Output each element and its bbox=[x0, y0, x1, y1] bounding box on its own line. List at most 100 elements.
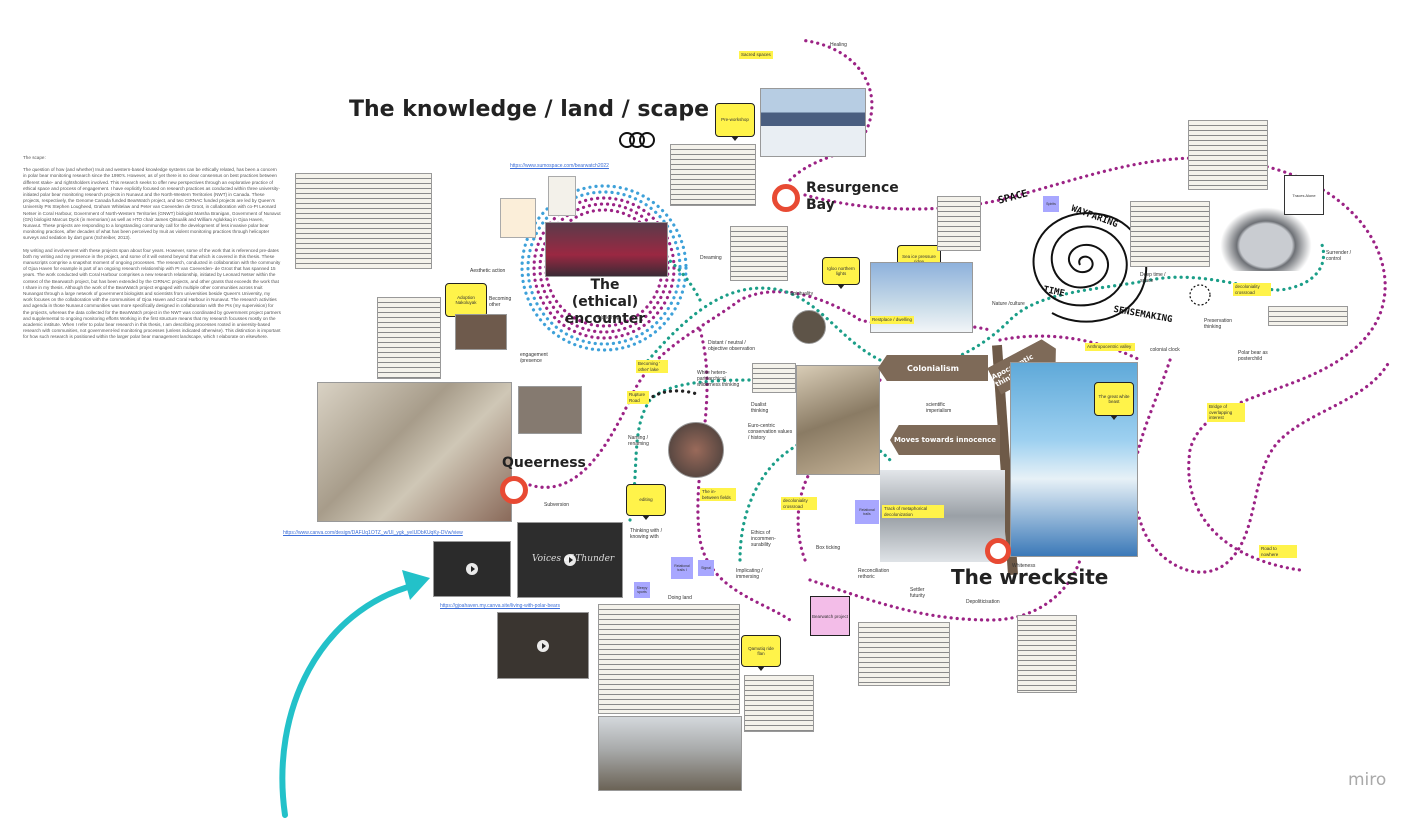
small-diagram-page bbox=[500, 198, 536, 238]
sticky-bridge: Bridge of overlapping interest bbox=[1207, 403, 1245, 422]
tent-photo bbox=[598, 716, 742, 791]
igloo-bubble: Igloo northern lights bbox=[822, 257, 860, 289]
label-reconciliation: Reconciliation rethoric bbox=[858, 568, 890, 580]
rings-icon bbox=[619, 132, 655, 148]
place-ethical-encounter: The (ethical) encounter bbox=[564, 277, 646, 327]
label-healing: Healing bbox=[830, 42, 847, 48]
note-traces: Traces Alone bbox=[1284, 175, 1324, 215]
sign-colonialism: Colonialism bbox=[878, 355, 988, 381]
handwritten-note-2 bbox=[670, 144, 756, 206]
sticky-track: Track of metaphorical decolonization bbox=[882, 505, 944, 518]
handwritten-note-6 bbox=[1188, 120, 1268, 190]
sticky-inbetween: The in- between fields bbox=[700, 488, 736, 501]
label-dreaming: Dreaming bbox=[700, 255, 722, 261]
sumo-link[interactable]: https://www.sumospace.com/bearwatch2022 bbox=[510, 163, 609, 169]
sticky-decoloniality-crossroad: decoloniality crossroad bbox=[781, 497, 817, 510]
label-naming: Naming / renaming bbox=[628, 435, 649, 447]
van-photo bbox=[1220, 207, 1312, 271]
label-aesthetic: Aesthetic action bbox=[470, 268, 506, 274]
note-relational-trails-i: Relational trails I bbox=[671, 557, 693, 579]
encounter-photo bbox=[545, 222, 668, 277]
handwritten-note-4 bbox=[937, 196, 981, 251]
sticky-decoloniality-crossroad-2: decoloniality crossroad bbox=[1233, 283, 1271, 296]
place-queerness: Queerness bbox=[502, 455, 586, 471]
arrow-icon bbox=[279, 570, 430, 818]
sticky-rupture-road: Rupture Road bbox=[627, 391, 649, 404]
sea-ice-photo bbox=[870, 262, 973, 333]
label-dualist: Dualist thinking bbox=[751, 402, 769, 414]
note-bearwatch: Bearwatch project bbox=[810, 596, 850, 636]
place-resurgence-bay: Resurgence Bay bbox=[806, 180, 899, 213]
notebook-image bbox=[598, 604, 740, 714]
label-surrender: Surrender / control bbox=[1326, 250, 1352, 262]
canva-link[interactable]: https://www.canva.com/design/DAFUq1OTZ_w… bbox=[283, 530, 463, 536]
handwritten-note-9 bbox=[1017, 615, 1077, 693]
label-nature-culture: Nature /culture bbox=[992, 301, 1025, 307]
sticky-road: Road to nowhere bbox=[1259, 545, 1297, 558]
label-preservation: Preservation thinking bbox=[1204, 318, 1233, 330]
essay-paragraph-2: My writing and involvement with these pr… bbox=[23, 247, 281, 340]
handwritten-note-3 bbox=[730, 226, 788, 281]
note-sleepy-sports: Sleepy sports bbox=[634, 582, 650, 598]
map-image bbox=[796, 365, 880, 475]
video-voices-of-thunder[interactable]: Voices of Thunder bbox=[517, 522, 623, 598]
resurgence-marker[interactable] bbox=[772, 184, 800, 212]
handwritten-note-5 bbox=[1130, 201, 1210, 267]
board-title: The knowledge / land / scape bbox=[349, 97, 710, 122]
label-engagement: engagement /presence bbox=[520, 352, 548, 364]
sign-innocence: Moves towards innocence bbox=[890, 425, 1000, 455]
handwritten-strip bbox=[1268, 306, 1348, 326]
figure-portrait-circle bbox=[668, 422, 724, 478]
great-white-bubble: The great white beast bbox=[1094, 382, 1134, 420]
label-white-hetero: White hetero-partriarchical wilderness t… bbox=[697, 370, 740, 388]
label-distant: Distant / neutral / objective observatio… bbox=[708, 340, 755, 352]
small-page bbox=[548, 176, 576, 216]
figure-circle-photo bbox=[792, 310, 826, 344]
label-workshop: Workshop bbox=[597, 315, 620, 321]
note-spirits: Spirits bbox=[1043, 196, 1059, 212]
label-colonial-clock: colonial clock bbox=[1150, 347, 1180, 353]
sticky-sacred: Sacred spaces bbox=[739, 51, 773, 59]
gjoahaven-link[interactable]: https://gjoahaven.my.canva.site/living-w… bbox=[440, 603, 560, 609]
play-icon[interactable] bbox=[537, 639, 549, 652]
editing-bubble: editing bbox=[626, 484, 666, 520]
label-settler: Settler futurity bbox=[910, 587, 926, 599]
label-doing-land: Doing land bbox=[668, 595, 692, 601]
handwritten-note-10 bbox=[744, 675, 814, 732]
miro-logo[interactable]: miro bbox=[1348, 770, 1387, 790]
photo-portrait bbox=[455, 314, 507, 350]
video-thumbnail-3[interactable] bbox=[497, 612, 589, 679]
essay-paragraph-1: The question of how (and whether) Inuit … bbox=[23, 167, 281, 241]
sticky-restplace: Restplace / dwelling bbox=[870, 316, 915, 324]
label-polar-posterchild: Polar bear as posterchild bbox=[1238, 350, 1268, 362]
play-icon[interactable] bbox=[564, 554, 576, 566]
handwritten-note-7 bbox=[752, 363, 796, 393]
essay-text: The scape: The question of how (and whet… bbox=[23, 155, 281, 347]
handwritten-page bbox=[377, 297, 441, 379]
label-euro: Euro-centric conservation values / histo… bbox=[748, 423, 793, 441]
label-box-ticking: Box ticking bbox=[816, 545, 841, 551]
queerness-marker[interactable] bbox=[500, 476, 528, 504]
video-thumbnail-1[interactable] bbox=[433, 541, 511, 597]
label-spirituality: Spirituality bbox=[790, 291, 814, 297]
preworkshop-bubble: Pre-workshop bbox=[715, 103, 755, 141]
collage-image bbox=[317, 382, 512, 522]
note-signal: Signal bbox=[698, 560, 714, 576]
sticky-anthropocentric: Anthropocentric valley bbox=[1085, 343, 1135, 351]
play-icon[interactable] bbox=[466, 563, 478, 575]
label-becoming-other: Becoming other bbox=[489, 296, 512, 308]
handwritten-note bbox=[295, 173, 432, 269]
group-photo bbox=[760, 88, 866, 157]
label-whiteness: Whiteness bbox=[1012, 563, 1036, 569]
note-relational-trails: Relational trails bbox=[855, 500, 879, 524]
qamutiq-bubble: Qamutiq ride flan bbox=[741, 635, 781, 671]
wrecksite-marker[interactable] bbox=[985, 538, 1011, 564]
label-ethics: Ethics of incommen-surability bbox=[751, 530, 776, 548]
label-subversion: Subversion bbox=[544, 502, 570, 508]
label-depoliticisation: Depoliticisation bbox=[966, 599, 1000, 605]
label-implicating: Implicating / immersing bbox=[736, 568, 763, 580]
handwritten-note-8 bbox=[858, 622, 950, 686]
label-thinking-with: Thinking with / knowing with bbox=[630, 528, 662, 540]
sticky-becoming-other-lake: Becoming ' other' lake bbox=[636, 360, 668, 373]
essay-heading: The scape: bbox=[23, 155, 46, 160]
